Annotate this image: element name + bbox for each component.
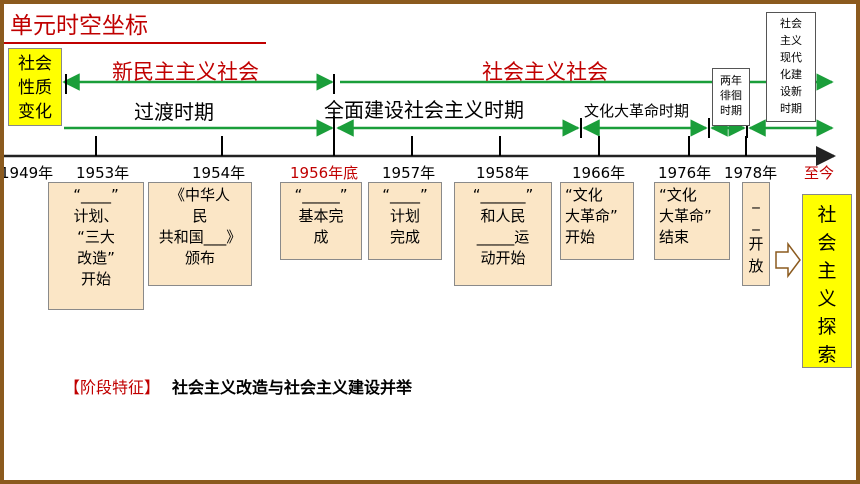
event-line: “____” (73, 186, 119, 204)
event-line: “文化 (565, 186, 603, 204)
year-label: 1966年 (572, 164, 626, 182)
event-line: 大革命” (565, 207, 618, 225)
event-line: _____运 (476, 228, 530, 246)
event-line: _ (752, 191, 760, 209)
side-box-line: 时期 (780, 102, 802, 115)
event-line: “三大 (77, 228, 115, 246)
event-line: 和人民 (480, 207, 526, 225)
left-box-line: 社会 (18, 54, 52, 74)
final-box-char: 会 (817, 232, 837, 254)
event-line: 大革命” (659, 207, 712, 225)
timeline-lines (4, 73, 836, 279)
event-box-1957: “____” 计划 完成 (368, 182, 442, 260)
unit-title: 单元时空坐标 (10, 13, 148, 39)
event-line: 放 (748, 257, 764, 275)
event-line: 《中华人 (169, 186, 230, 204)
side-box-line: 徘徊 (720, 89, 742, 102)
event-line: 民 (192, 207, 208, 225)
event-box-1953: “____” 计划、 “三大 改造” 开始 (48, 182, 144, 310)
event-line: 颁布 (184, 249, 215, 267)
year-label: 1957年 (382, 164, 436, 182)
event-box-1954: 《中华人 民 共和国___》 颁布 (148, 182, 252, 286)
new-era-box: 社会 主义 现代 化建 设新 时期 (766, 12, 816, 122)
stage-feature-label: 【阶段特征】 (64, 378, 161, 397)
side-box-line: 两年 (720, 74, 742, 87)
left-box-line: 变化 (18, 102, 52, 122)
period-label-cultural: 文化大革命时期 (584, 102, 690, 120)
event-line: 计划、 (73, 207, 119, 225)
final-box-char: 社 (817, 204, 837, 226)
event-box-1956: “_____” 基本完 成 (280, 182, 362, 260)
event-line: 改造” (77, 249, 115, 267)
event-line: 成 (313, 228, 329, 246)
event-line: 开始 (80, 270, 111, 288)
side-box-line: 时期 (720, 104, 742, 117)
year-label: 1958年 (476, 164, 530, 182)
stage-feature-text: 社会主义改造与社会主义建设并举 (172, 378, 413, 397)
year-label: 1954年 (192, 164, 246, 182)
society-nature-box: 社会 性质 变化 (8, 48, 62, 126)
era-label-socialist: 社会主义社会 (482, 60, 608, 84)
event-line: 计划 (389, 207, 420, 225)
side-box-line: 现代 (780, 51, 802, 64)
final-box-char: 义 (817, 288, 837, 310)
event-line: _ (752, 213, 760, 231)
event-line: 开 (748, 235, 764, 253)
side-box-line: 设新 (780, 85, 802, 98)
event-line: 共和国___》 (158, 228, 242, 246)
year-label: 1978年 (724, 164, 778, 182)
side-box-line: 主义 (780, 34, 802, 47)
event-line: “____” (382, 186, 428, 204)
event-line: “______” (472, 186, 534, 204)
event-line: 结束 (659, 228, 690, 246)
period-label-construction: 全面建设社会主义时期 (324, 98, 524, 122)
final-box-char: 索 (817, 344, 837, 366)
exploration-arrow (775, 241, 801, 279)
stage-feature: 【阶段特征】社会主义改造与社会主义建设并举 (64, 374, 412, 398)
event-box-1976: “文化 大革命” 结束 (654, 182, 730, 260)
year-label: 1956年底 (290, 164, 359, 182)
event-line: “_____” (294, 186, 348, 204)
title-underline (4, 42, 266, 44)
final-box-char: 主 (817, 260, 837, 282)
event-box-1958: “______” 和人民 _____运 动开始 (454, 182, 552, 286)
year-label: 1949年 (0, 164, 54, 182)
side-box-line: 化建 (780, 68, 802, 81)
two-years-box: 两年 徘徊 时期 (712, 68, 750, 126)
era-label-new-democratic: 新民主主义社会 (112, 60, 259, 84)
year-label: 1953年 (76, 164, 130, 182)
period-label-transition: 过渡时期 (134, 100, 214, 124)
event-line: 动开始 (480, 249, 526, 267)
event-line: “文化 (659, 186, 697, 204)
event-box-1966: “文化 大革命” 开始 (560, 182, 634, 260)
event-line: 完成 (389, 228, 420, 246)
event-line: 基本完 (298, 207, 344, 225)
left-box-line: 性质 (18, 78, 52, 98)
socialism-exploration-box: 社 会 主 义 探 索 (802, 194, 852, 368)
side-box-line: 社会 (780, 17, 802, 30)
event-box-1978: _ _ 开 放 (742, 182, 770, 286)
year-label: 至今 (804, 164, 835, 182)
event-line: 开始 (565, 228, 596, 246)
year-label: 1976年 (658, 164, 712, 182)
final-box-char: 探 (817, 316, 837, 338)
